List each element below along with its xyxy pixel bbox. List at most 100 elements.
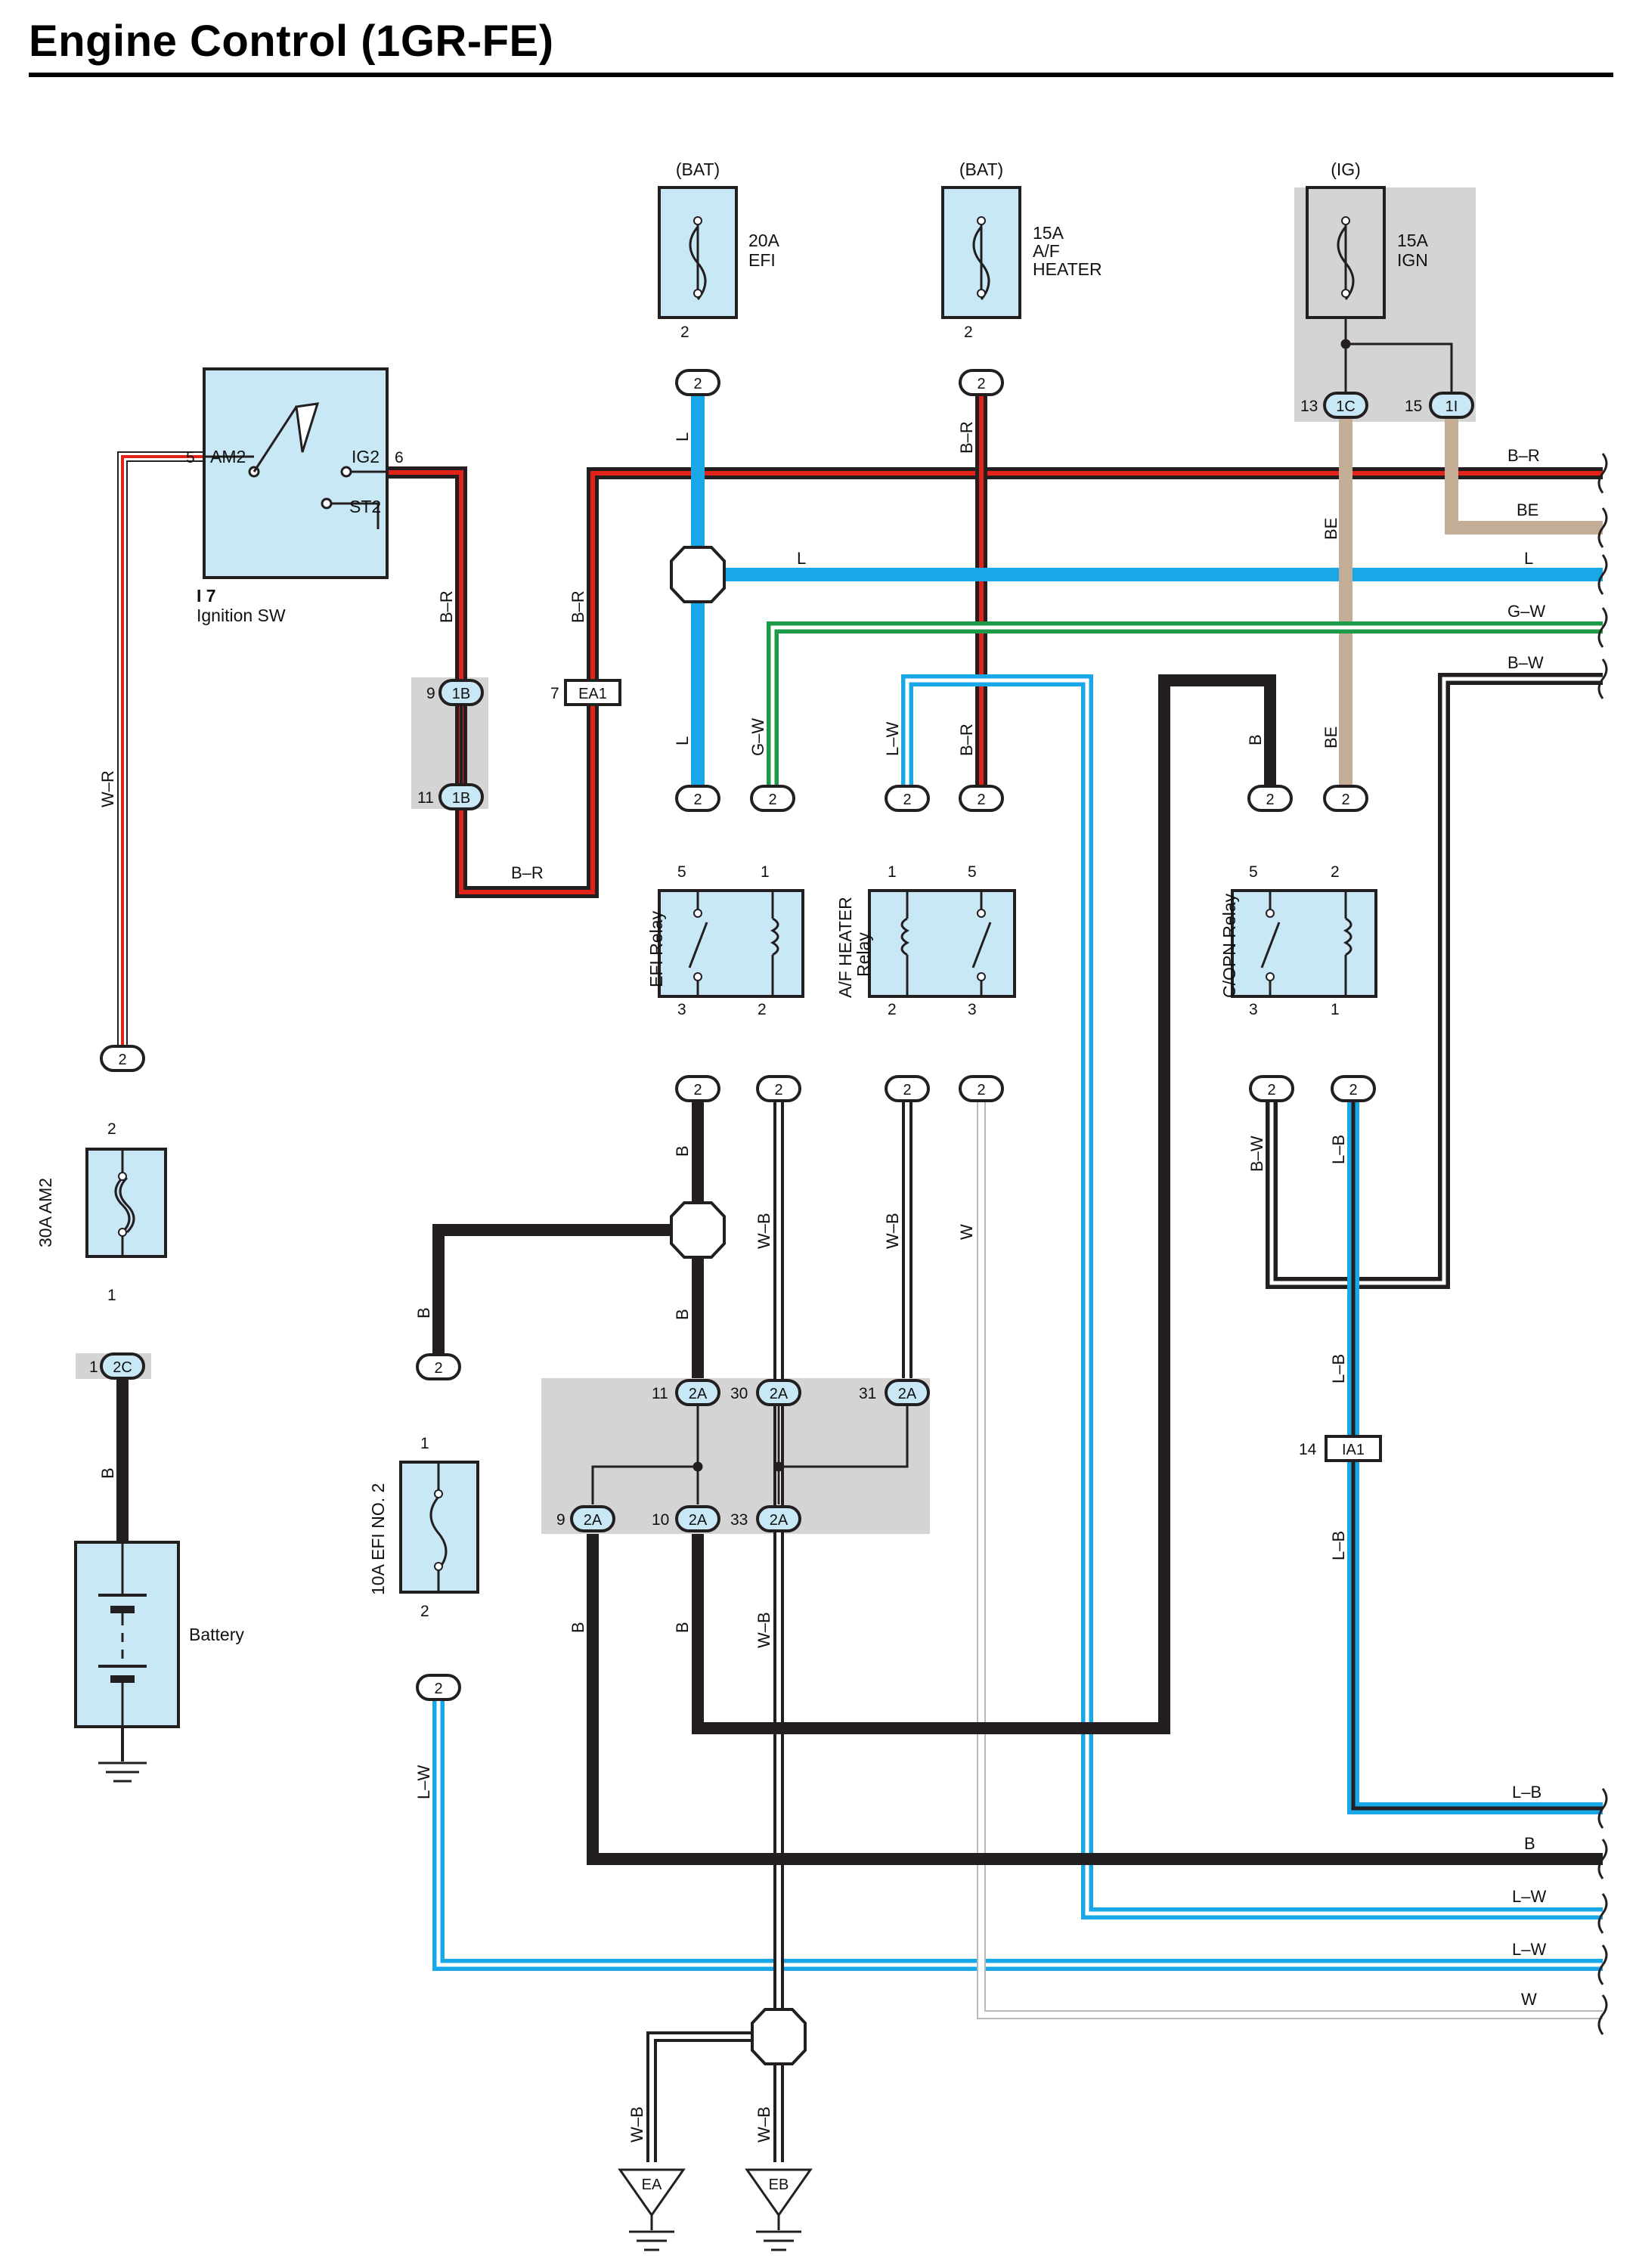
- connector-pill: 2: [959, 1075, 1004, 1102]
- wire-b: [116, 674, 1603, 1865]
- connector-pill-1b: 1B: [438, 783, 484, 810]
- wire-label: L–B: [1512, 1783, 1541, 1802]
- pin-label: 1: [89, 1359, 98, 1376]
- wire-label: L–B: [1329, 1354, 1348, 1383]
- connector-pill: 2: [1247, 785, 1293, 812]
- wire-label: B: [673, 1145, 692, 1157]
- connector-label: 2: [977, 376, 985, 392]
- fuse-af-name2: HEATER: [1033, 259, 1102, 279]
- pin-label: 3: [1249, 1001, 1258, 1018]
- connector-pill: 2: [885, 1075, 930, 1102]
- pin-label: 9: [556, 1511, 565, 1529]
- connector-label: 1I: [1445, 398, 1458, 415]
- wire-label: BE: [1322, 518, 1340, 540]
- connector-label: 2: [434, 1681, 442, 1697]
- page-header: Engine Control (1GR-FE): [29, 11, 1613, 77]
- wire-label: L–W: [414, 1765, 433, 1799]
- wire-label: B–R: [1507, 446, 1540, 465]
- connector-label: 2: [903, 792, 911, 808]
- pin-label: 33: [730, 1511, 748, 1529]
- wire-label: B: [1524, 1834, 1535, 1853]
- fuse-efi-no2-label: 10A EFI NO. 2: [368, 1483, 388, 1595]
- pin-label: 5: [1249, 863, 1258, 881]
- connector-label: 2A: [770, 1386, 789, 1402]
- wire-label: B: [1246, 734, 1265, 745]
- pin-label: 1: [1331, 1001, 1340, 1018]
- pin-label: 5: [968, 863, 977, 881]
- connector-label: 2A: [584, 1512, 603, 1529]
- connector-ea1: EA1: [564, 679, 621, 706]
- wire-label: BE: [1322, 727, 1340, 748]
- ground-ea-label: EA: [642, 2177, 662, 2193]
- connector-label: 1B: [452, 686, 470, 702]
- wire-label: B: [414, 1307, 433, 1318]
- wire-label: L–W: [1512, 1940, 1546, 1959]
- connector-pill-1c: 1C: [1323, 392, 1368, 419]
- connector-label: 2C: [113, 1359, 132, 1376]
- source-bat-af: (BAT): [959, 160, 1003, 179]
- connector-pill: 2: [416, 1674, 461, 1701]
- connector-pill-1b: 1B: [438, 679, 484, 706]
- fuse-am2-label: 30A AM2: [36, 1178, 55, 1247]
- pin-label: 2: [680, 324, 689, 341]
- wire-label: B–R: [437, 590, 456, 623]
- ground-eb: [745, 2168, 813, 2251]
- wire-label: B: [98, 1467, 117, 1479]
- source-ig: (IG): [1331, 160, 1361, 179]
- wire-g-w: [767, 621, 1603, 798]
- connector-label: EA1: [578, 686, 607, 702]
- wire-label: W–B: [754, 1612, 773, 1648]
- wire-label: G–W: [1507, 602, 1545, 621]
- wire-label: B–R: [957, 723, 976, 756]
- pin-label: 13: [1300, 398, 1318, 415]
- relay-af-heater: [868, 889, 1016, 998]
- fuse-ign-name: IGN: [1397, 250, 1428, 270]
- connector-label: 2: [774, 1082, 782, 1098]
- connector-label: 2A: [689, 1512, 708, 1529]
- wire-label: L–B: [1329, 1531, 1348, 1560]
- connector-label: 2: [693, 376, 702, 392]
- wire-label: L–W: [1512, 1887, 1546, 1906]
- pin-label: 2: [758, 1001, 767, 1018]
- fuse-20a-efi: [658, 186, 738, 319]
- splice-l: [670, 546, 726, 603]
- pin-label: 1: [107, 1287, 116, 1304]
- wire-label: W: [1521, 1990, 1537, 2009]
- wire-label: B–R: [511, 863, 544, 882]
- ig-sw-pin6: 6: [395, 449, 404, 466]
- connector-pill-2a: 2A: [756, 1379, 801, 1406]
- fuse-af-amp: 15A: [1033, 223, 1064, 243]
- wire-label: W–R: [98, 770, 117, 807]
- fuse-ign-amp: 15A: [1397, 231, 1429, 250]
- connector-label: 2: [693, 1082, 702, 1098]
- pin-label: 1: [761, 863, 770, 881]
- wire-label: B: [673, 1309, 692, 1320]
- wire-label: L–W: [883, 722, 902, 756]
- connector-pill: 2: [959, 785, 1004, 812]
- wire-label: B–W: [1247, 1136, 1266, 1172]
- pin-label: 10: [652, 1511, 669, 1529]
- connector-pill: 2: [416, 1353, 461, 1380]
- connector-label: 2: [693, 792, 702, 808]
- battery-label: Battery: [189, 1625, 244, 1644]
- wire-w-b: [646, 1089, 913, 2162]
- ig-sw-ig2: IG2: [352, 447, 380, 466]
- wire-label: W: [957, 1224, 976, 1240]
- relay-af-label2: Relay: [854, 932, 873, 977]
- wire-l-b: [1347, 1089, 1603, 1814]
- pin-label: 11: [652, 1385, 668, 1402]
- connector-pill: 2: [1249, 1075, 1294, 1102]
- wire-label: B–R: [569, 590, 587, 623]
- wire-w: [977, 1089, 1603, 2019]
- pin-label: 31: [859, 1385, 876, 1402]
- wire-label: L–B: [1329, 1135, 1348, 1164]
- fuse-15a-af-heater: [941, 186, 1021, 319]
- battery: [74, 1541, 180, 1728]
- pin-label: 2: [1331, 863, 1340, 881]
- fuse-af-name1: A/F: [1033, 241, 1060, 261]
- connector-pill: 2: [959, 369, 1004, 396]
- pin-label: 1: [888, 863, 897, 881]
- connector-label: 1B: [452, 790, 470, 807]
- wire-label: L: [797, 549, 806, 568]
- junction-2A-internal: [591, 1404, 909, 1504]
